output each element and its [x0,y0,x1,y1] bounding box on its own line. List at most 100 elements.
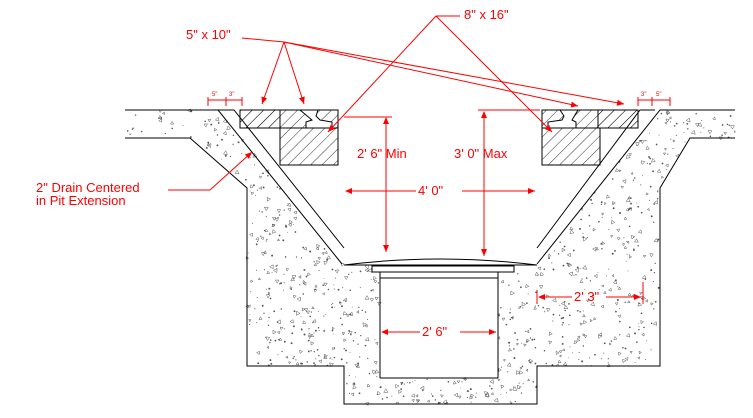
aggregate-speck [563,304,569,310]
aggregate-speck [614,249,616,252]
aggregate-speck [426,399,430,403]
aggregate-speck [576,266,579,269]
aggregate-speck [490,392,494,396]
aggregate-speck [460,387,462,389]
aggregate-speck [634,238,639,243]
aggregate-speck [401,381,404,384]
aggregate-speck [529,328,532,330]
aggregate-speck [601,247,603,250]
aggregate-speck [283,289,284,291]
aggregate-speck [568,271,574,277]
aggregate-speck [568,357,570,359]
aggregate-speck [642,255,646,258]
aggregate-speck [582,333,586,337]
aggregate-speck [655,143,658,146]
aggregate-speck [534,305,536,307]
aggregate-speck [251,222,254,224]
aggregate-speck [415,394,419,398]
aggregate-speck [260,235,262,237]
aggregate-speck [603,342,606,345]
aggregate-speck [308,335,312,340]
aggregate-speck [608,287,612,292]
aggregate-speck [580,208,584,212]
aggregate-speck [302,279,306,283]
aggregate-speck [262,186,265,189]
aggregate-speck [360,334,362,337]
aggregate-speck [730,125,735,130]
aggregate-speck [636,202,637,204]
aggregate-speck [249,157,251,159]
aggregate-speck [301,328,303,331]
aggregate-speck [612,279,618,285]
aggregate-speck [651,157,656,163]
aggregate-speck [590,301,595,307]
aggregate-speck [636,341,638,343]
aggregate-speck [268,232,272,236]
aggregate-speck [333,356,336,359]
aggregate-speck [509,318,512,321]
aggregate-speck [264,169,270,175]
aggregate-speck [343,299,345,302]
aggregate-speck [516,370,521,375]
aggregate-speck [232,143,234,145]
aggregate-speck [291,332,294,335]
aggregate-speck [567,262,571,267]
aggregate-speck [273,268,278,274]
aggregate-speck [265,240,267,242]
aggregate-speck [267,324,270,326]
aggregate-speck [289,286,293,290]
aggregate-speck [280,308,283,310]
aggregate-speck [302,246,305,249]
aggregate-speck [607,363,612,368]
aggregate-speck [646,207,650,211]
aggregate-speck [525,330,527,332]
aggregate-speck [601,212,605,216]
aggregate-speck [525,283,530,289]
aggregate-speck [558,253,560,255]
aggregate-speck [624,357,629,362]
aggregate-speck [285,224,287,227]
aggregate-speck [321,251,325,256]
aggregate-speck [630,171,634,175]
aggregate-speck [514,332,516,334]
aggregate-speck [338,302,342,306]
aggregate-speck [650,269,653,272]
aggregate-speck [611,217,613,219]
small-dim-right-a: 3" [641,92,646,98]
aggregate-speck [296,310,301,316]
aggregate-speck [279,188,281,190]
aggregate-speck [442,399,448,405]
aggregate-speck [645,145,650,150]
aggregate-speck [313,332,315,334]
aggregate-speck [217,122,220,124]
aggregate-speck [598,332,603,337]
aggregate-speck [675,122,678,125]
aggregate-speck [650,322,653,325]
aggregate-speck [364,268,369,273]
aggregate-speck [268,287,271,290]
aggregate-speck [603,290,607,294]
aggregate-speck [600,358,602,360]
aggregate-speck [551,262,553,264]
aggregate-speck [728,124,731,127]
aggregate-speck [431,395,434,397]
aggregate-speck [331,268,334,271]
aggregate-speck [523,343,527,347]
aggregate-speck [367,318,369,321]
aggregate-speck [548,331,553,336]
aggregate-speck [552,297,557,303]
aggregate-speck [566,252,571,258]
aggregate-speck [640,312,643,315]
aggregate-speck [374,338,376,340]
aggregate-speck [263,229,266,232]
aggregate-speck [561,342,564,345]
aggregate-speck [270,362,273,365]
aggregate-speck [368,372,371,375]
aggregate-speck [264,228,269,233]
aggregate-speck [666,113,668,116]
aggregate-speck [326,255,331,260]
aggregate-speck [439,402,441,404]
aggregate-speck [559,304,561,306]
aggregate-speck [619,334,621,336]
aggregate-speck [601,241,606,246]
